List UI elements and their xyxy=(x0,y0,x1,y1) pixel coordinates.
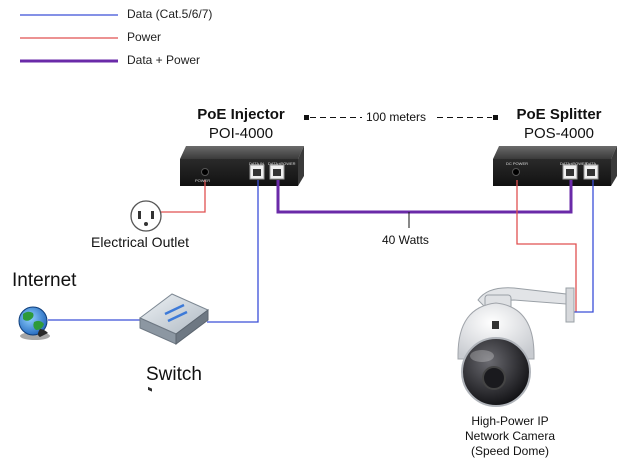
splitter-dc-port-label: DC POWER xyxy=(506,161,528,166)
splitter-title: PoE Splitter xyxy=(516,106,602,123)
legend-power-label: Power xyxy=(127,30,162,44)
splitter-power-cable xyxy=(516,180,577,312)
speed-dome-camera-icon xyxy=(457,287,575,407)
splitter-dp-port-label: DATA+POWER xyxy=(560,161,588,166)
camera-label-line3: (Speed Dome) xyxy=(470,444,550,458)
splitter-data-port-label: DATA xyxy=(586,161,597,166)
poe-injector-device xyxy=(180,146,304,186)
outlet-power-cable xyxy=(161,180,206,213)
electrical-outlet-icon xyxy=(130,200,162,232)
wattage-label: 40 Watts xyxy=(382,233,429,247)
injector-dp-port-label: DATA+POWER xyxy=(268,161,296,166)
distance-marker xyxy=(304,115,498,120)
poe-splitter-device xyxy=(493,146,617,186)
distance-label: 100 meters xyxy=(366,110,427,124)
legend-data-label: Data (Cat.5/6/7) xyxy=(127,7,213,21)
camera-label-line2: Network Camera xyxy=(464,429,556,443)
data-power-cable xyxy=(276,180,573,214)
splitter-model: POS-4000 xyxy=(523,125,595,142)
internet-label: Internet xyxy=(12,270,77,291)
splitter-data-cable xyxy=(570,180,594,313)
injector-model: POI-4000 xyxy=(208,125,274,142)
injector-data-port-label: DATA IN xyxy=(249,161,264,166)
network-switch-icon xyxy=(139,293,209,392)
switch-data-cable xyxy=(207,180,259,323)
injector-power-port-label: POWER xyxy=(195,178,211,183)
outlet-label: Electrical Outlet xyxy=(91,234,190,250)
injector-title: PoE Injector xyxy=(197,106,285,123)
switch-label: Switch xyxy=(146,364,202,385)
camera-label-line1: High-Power IP xyxy=(471,414,549,428)
internet-globe-icon xyxy=(18,306,50,340)
legend-data-power-label: Data + Power xyxy=(127,53,201,67)
